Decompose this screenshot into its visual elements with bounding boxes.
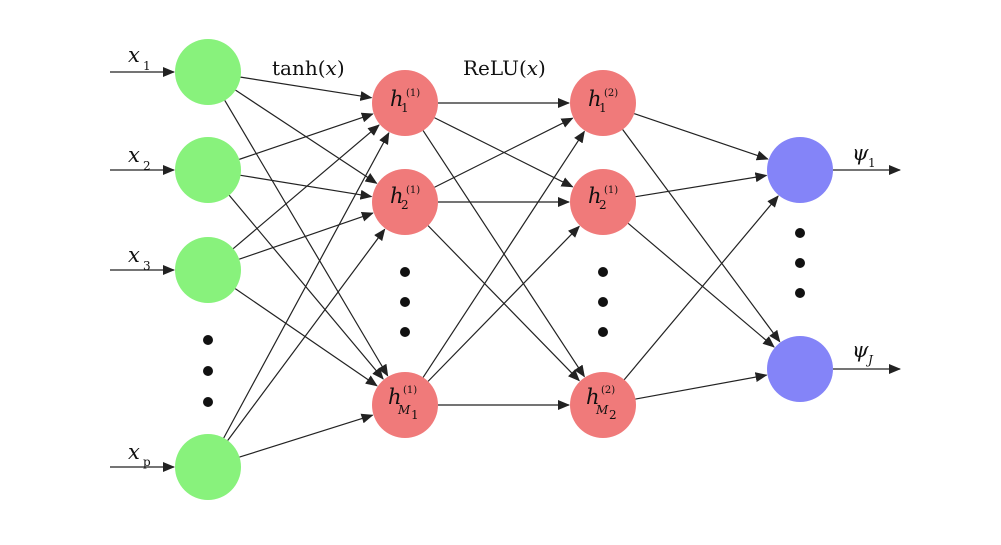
svg-text:h: h [388, 385, 402, 409]
input-node-1 [175, 137, 241, 203]
hidden2-label-2: h 2 (1) [588, 184, 618, 212]
edge-input-3-to-hidden1-2 [239, 413, 374, 458]
hidden1-ellipsis-dot-2 [400, 327, 410, 337]
svg-text:h: h [390, 184, 404, 208]
edge-hidden2-0-to-output-0 [634, 113, 769, 161]
edge-input-3-to-hidden1-1 [227, 228, 386, 441]
svg-text:(1): (1) [406, 88, 420, 99]
svg-text:x: x [128, 243, 140, 267]
svg-text:(2): (2) [601, 385, 615, 396]
svg-text:h: h [586, 385, 600, 409]
output-ellipsis-dot-2 [795, 288, 805, 298]
edge-input-0-to-hidden1-2 [224, 100, 389, 377]
input-ellipsis-dot-2 [203, 397, 213, 407]
output-ellipsis-dot-1 [795, 258, 805, 268]
svg-text:1: 1 [599, 101, 607, 115]
svg-text:(1): (1) [403, 385, 417, 396]
hidden2-node-2 [570, 372, 636, 438]
svg-text:1: 1 [143, 59, 151, 73]
svg-text:x: x [128, 43, 140, 67]
input-ellipsis-dot-1 [203, 366, 213, 376]
edge-input-0-to-hidden1-0 [240, 76, 373, 101]
hidden1-ellipsis-dot-0 [400, 267, 410, 277]
svg-text:J: J [865, 353, 874, 367]
svg-text:M: M [595, 403, 609, 417]
input-node-3 [175, 434, 241, 500]
hidden1-node-1 [372, 169, 438, 235]
hidden1-node-2 [372, 372, 438, 438]
svg-text:1: 1 [868, 156, 876, 170]
edge-hidden2-2-to-output-0 [623, 195, 779, 381]
input-label-p: x p [128, 440, 151, 469]
svg-text:h: h [588, 184, 602, 208]
hidden1-ellipsis-dot-1 [400, 297, 410, 307]
hidden2-node-0 [570, 70, 636, 136]
svg-text:2: 2 [401, 198, 409, 212]
svg-text:2: 2 [599, 198, 607, 212]
hidden2-ellipsis-dot-0 [598, 267, 608, 277]
edge-hidden2-0-to-output-1 [622, 129, 781, 343]
edge-input-1-to-hidden1-1 [240, 174, 373, 200]
svg-text:p: p [143, 455, 151, 469]
edge-hidden1-1-to-hidden2-0 [434, 117, 574, 188]
svg-text:ψ: ψ [852, 338, 869, 362]
svg-text:3: 3 [143, 259, 151, 273]
input-node-2 [175, 237, 241, 303]
edge-hidden2-1-to-output-1 [627, 222, 775, 348]
svg-text:1: 1 [411, 408, 419, 422]
edge-hidden1-2-to-hidden2-1 [427, 225, 580, 382]
edge-input-3-to-hidden1-0 [223, 132, 390, 439]
ellipsis-dots [203, 228, 805, 407]
svg-text:2: 2 [609, 408, 617, 422]
hidden2-label-m: h (2) M 2 [586, 385, 617, 422]
input-label-1: x 1 [128, 43, 151, 73]
hidden1-label-2: h 2 (1) [390, 184, 420, 212]
hidden2-label-1: h 1 (2) [588, 87, 618, 115]
svg-text:2: 2 [143, 159, 151, 173]
connection-edges [223, 76, 781, 458]
activation-label-layer2: ReLU(x) [463, 56, 546, 80]
input-node-0 [175, 39, 241, 105]
hidden2-node-1 [570, 169, 636, 235]
svg-text:(1): (1) [604, 185, 618, 196]
output-label-j: ψ J [852, 338, 874, 367]
edge-input-2-to-hidden1-0 [232, 124, 380, 250]
edge-hidden2-2-to-output-1 [635, 372, 768, 400]
edge-input-2-to-hidden1-1 [238, 211, 374, 260]
input-ellipsis-dot-0 [203, 335, 213, 345]
hidden2-ellipsis-dot-1 [598, 297, 608, 307]
svg-text:h: h [588, 87, 602, 111]
input-label-2: x 2 [128, 143, 151, 173]
output-ellipsis-dot-0 [795, 228, 805, 238]
input-output-arrows [110, 67, 901, 472]
edge-hidden1-2-to-hidden2-0 [422, 130, 585, 378]
output-node-0 [767, 137, 833, 203]
svg-text:h: h [390, 87, 404, 111]
svg-text:1: 1 [401, 101, 409, 115]
edge-input-1-to-hidden1-2 [228, 194, 384, 380]
svg-text:M: M [397, 403, 411, 417]
hidden1-label-m: h (1) M 1 [388, 385, 419, 422]
output-label-1: ψ 1 [852, 141, 876, 170]
svg-text:(2): (2) [604, 88, 618, 99]
activation-label-layer1: tanh(x) [272, 56, 345, 80]
network-nodes [175, 39, 833, 500]
hidden2-ellipsis-dot-2 [598, 327, 608, 337]
edge-input-1-to-hidden1-0 [239, 112, 374, 160]
hidden1-node-0 [372, 70, 438, 136]
svg-text:x: x [128, 440, 140, 464]
hidden1-label-1: h 1 (1) [390, 87, 420, 115]
output-node-1 [767, 336, 833, 402]
svg-text:ψ: ψ [852, 141, 869, 165]
edge-input-2-to-hidden1-2 [234, 288, 378, 387]
svg-text:(1): (1) [406, 185, 420, 196]
input-label-3: x 3 [128, 243, 151, 273]
svg-text:x: x [128, 143, 140, 167]
edge-hidden2-1-to-output-0 [635, 172, 768, 198]
